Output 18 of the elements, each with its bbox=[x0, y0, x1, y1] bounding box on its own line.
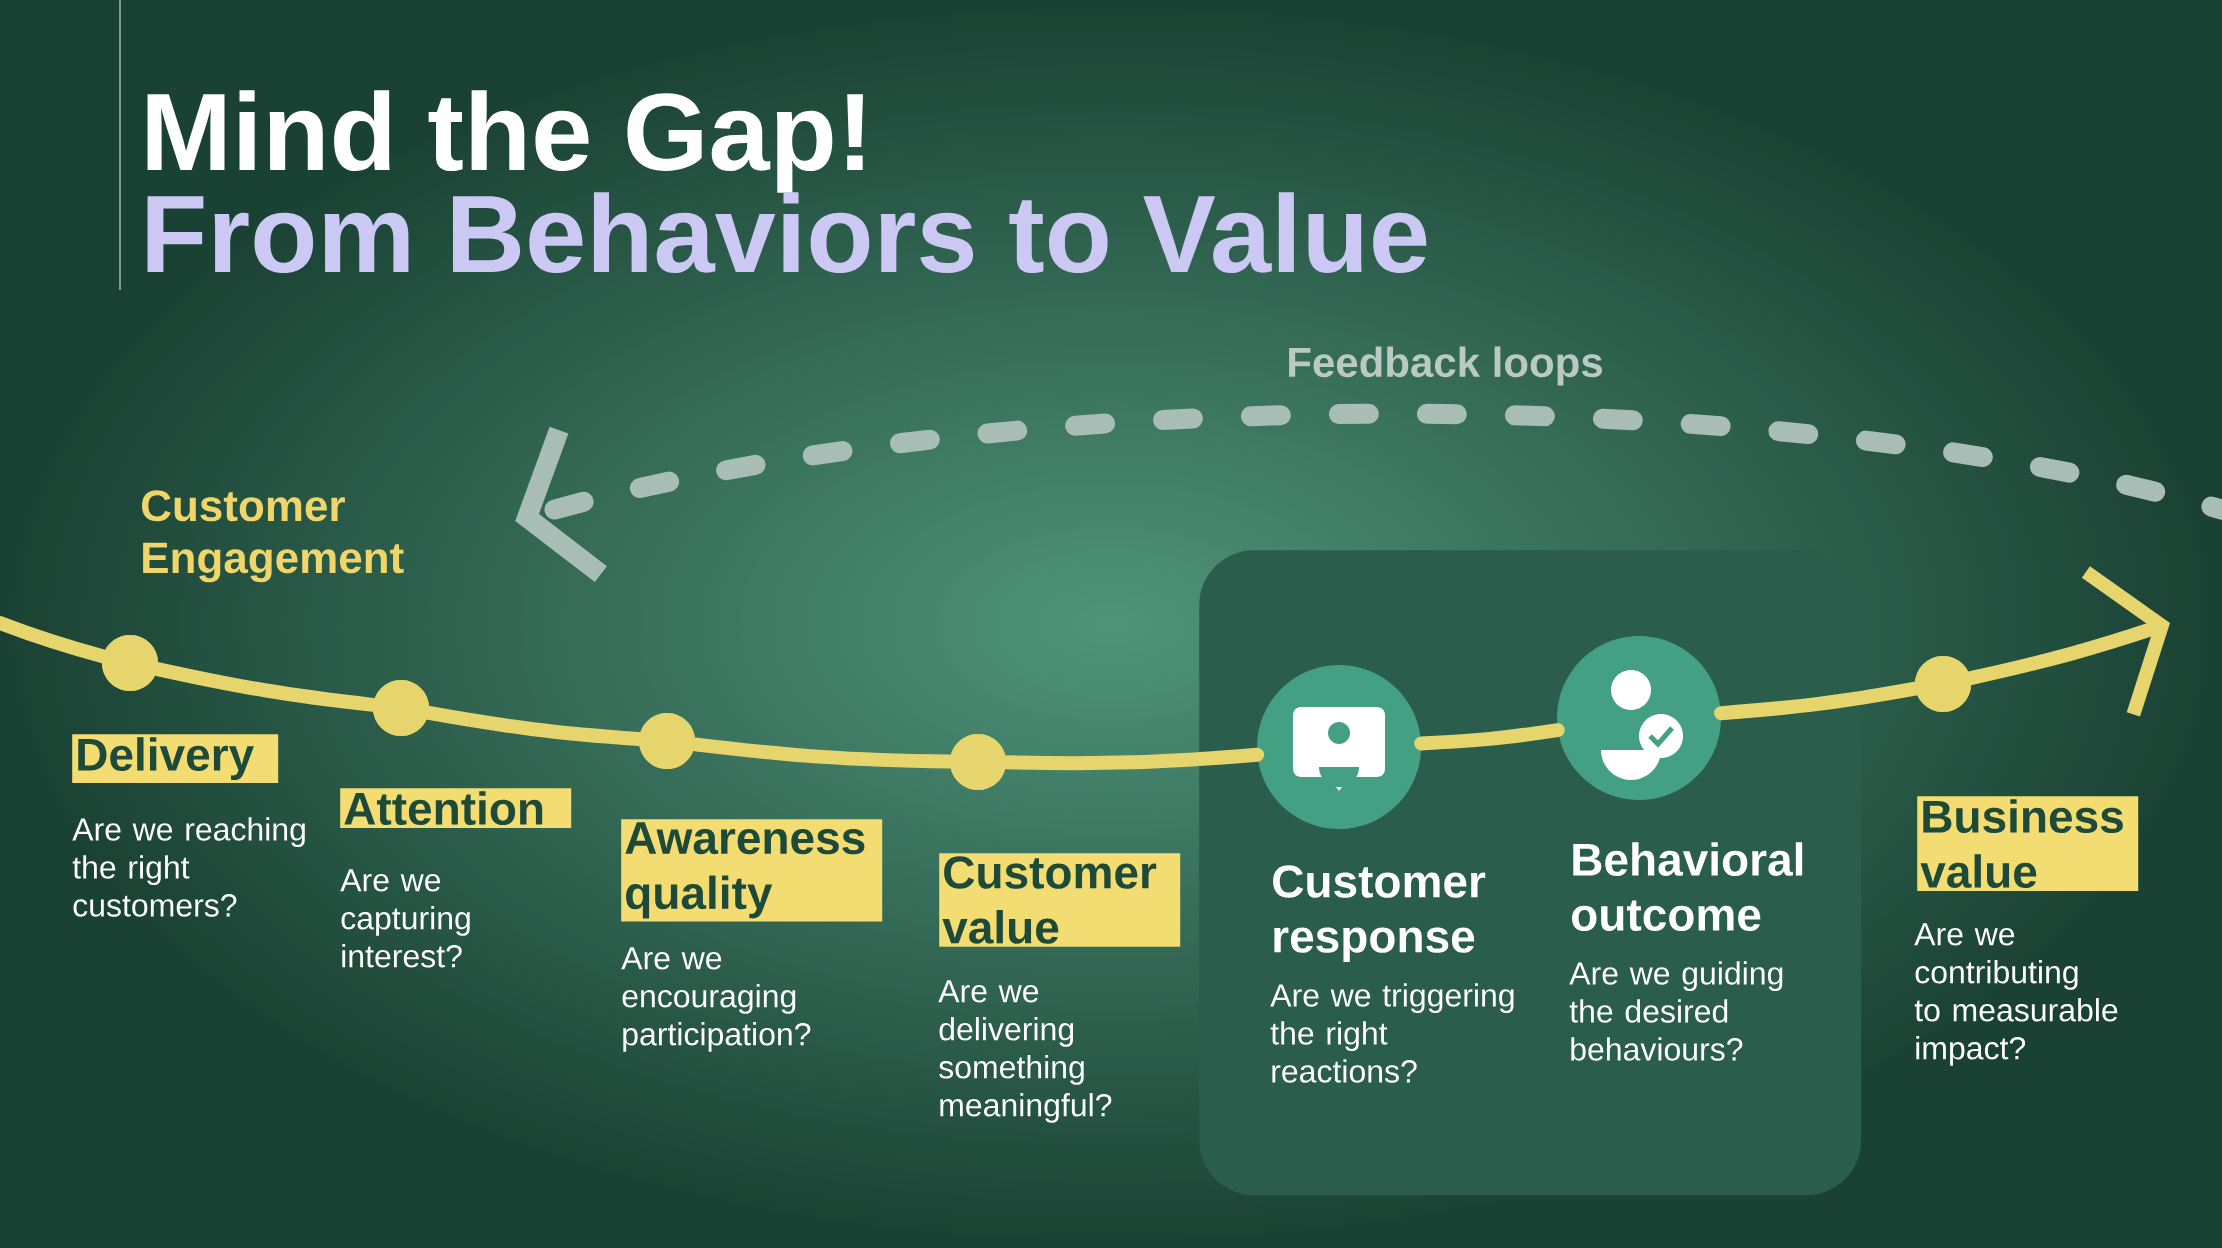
edge-label: Feedback loops bbox=[1289, 346, 1602, 386]
question-text: Are we delivering something meaningful? bbox=[938, 980, 1112, 1123]
question-text: Are we triggering the right reactions? bbox=[1270, 983, 1514, 1083]
stage-heading: Awareness quality bbox=[621, 819, 883, 922]
stage-heading: Attention bbox=[340, 788, 572, 828]
question-text: Are we reaching the right customers? bbox=[72, 817, 305, 917]
subtitle: From Behaviors to Value bbox=[147, 192, 1427, 274]
question-text: Are we contributing to measurable impact? bbox=[1914, 923, 2118, 1066]
section-heading: Customer Engagement bbox=[142, 490, 404, 583]
stage-heading: Customer value bbox=[939, 853, 1181, 947]
stage-heading: Business value bbox=[1917, 796, 2139, 891]
stage-heading: Delivery bbox=[72, 734, 279, 784]
stage-heading: Behavioral outcome bbox=[1572, 842, 1803, 931]
title: Mind the Gap! bbox=[147, 90, 863, 193]
question-text: Are we guiding the desired behaviours? bbox=[1569, 961, 1783, 1061]
question-text: Are we capturing interest? bbox=[340, 869, 470, 968]
question-text: Are we encouraging participation? bbox=[621, 947, 811, 1052]
stage-heading: Customer response bbox=[1273, 865, 1486, 962]
